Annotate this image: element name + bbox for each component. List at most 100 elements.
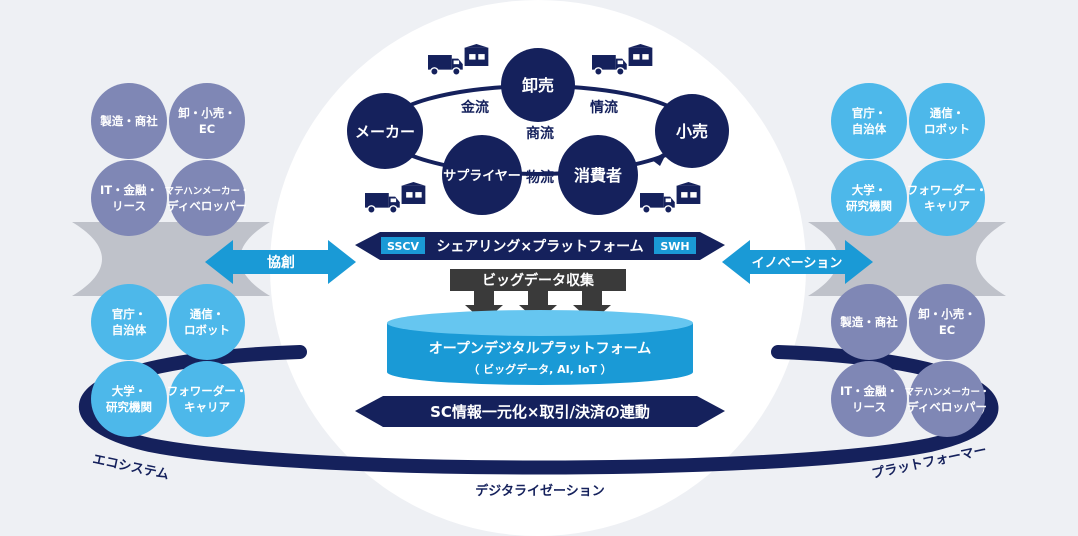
svg-text:メーカー: メーカー: [355, 123, 415, 141]
cluster-label: キャリア: [184, 400, 230, 414]
right_cluster.top-item-1: 通信・ロボット: [909, 83, 985, 159]
svg-text:小売: 小売: [676, 122, 708, 141]
svg-text:シェアリング×プラットフォーム: シェアリング×プラットフォーム: [436, 238, 643, 255]
cluster-label: ロボット: [184, 323, 230, 337]
flow-label-joryu: 情流: [590, 99, 618, 116]
cluster-circle: [169, 284, 245, 360]
right-hourglass: [808, 222, 1006, 296]
down-arrow-2: [519, 291, 557, 322]
right_cluster.top-item-2: 大学・研究機関: [831, 160, 907, 236]
left_cluster.bottom-item-3: フォワーダー・キャリア: [167, 361, 248, 437]
svg-text:ビッグデータ収集: ビッグデータ収集: [482, 272, 595, 289]
cluster-circle: [909, 284, 985, 360]
node-supplier: サプライヤー: [442, 135, 522, 215]
cluster-label: キャリア: [924, 199, 970, 213]
cluster-label: 製造・商社: [99, 114, 158, 128]
cluster-circle: [831, 284, 907, 360]
cluster-label: 製造・商社: [839, 315, 898, 329]
ring-arc-front: [78, 345, 999, 475]
cluster-label: 卸・小売・: [918, 307, 976, 321]
cluster-circle: [831, 160, 907, 236]
cluster-label: 官庁・: [852, 106, 887, 120]
svg-text:卸売: 卸売: [522, 76, 554, 95]
cluster-label: 通信・: [930, 106, 965, 120]
cluster-label: 自治体: [112, 323, 147, 337]
cluster-label: IT・金融・: [100, 183, 158, 197]
cluster-label: ロボット: [924, 122, 970, 136]
node-kouri: 小売: [655, 94, 729, 168]
cluster-label: 通信・: [190, 307, 225, 321]
cluster-label: EC: [199, 122, 215, 136]
swh-tag: [654, 237, 696, 254]
innovation-arrow: イノベーション: [722, 240, 873, 284]
cluster-circle: [91, 83, 167, 159]
flow-label-butsuryu: 物流: [526, 169, 554, 186]
cluster-circle: [909, 83, 985, 159]
cluster-circle: [909, 361, 985, 437]
node-oroshiuri: 卸売: [501, 48, 575, 122]
cluster-circle: [91, 160, 167, 236]
node-shohisha: 消費者: [558, 135, 638, 215]
open-digital-platform: オープンデジタルプラットフォーム （ ビッグデータ, AI, IoT ）: [387, 310, 693, 385]
svg-text:SC情報一元化×取引/決済の連動: SC情報一元化×取引/決済の連動: [430, 403, 650, 421]
svg-text:サプライヤー: サプライヤー: [443, 169, 521, 184]
cluster-label: リース: [112, 199, 146, 213]
cluster-label: ディベロッパー: [907, 400, 987, 414]
cluster-circle: [831, 83, 907, 159]
cluster-label: マテハンメーカー・: [904, 387, 989, 398]
left_cluster.bottom-item-2: 大学・研究機関: [91, 361, 167, 437]
sc-info-bar: SC情報一元化×取引/決済の連動: [355, 396, 725, 427]
svg-text:SWH: SWH: [660, 240, 689, 253]
left_cluster.top-item-1: 卸・小売・ EC: [169, 83, 245, 159]
cluster-label: ディベロッパー: [167, 199, 247, 213]
cluster-label: 大学・: [112, 384, 147, 398]
svg-text:オープンデジタルプラットフォーム: オープンデジタルプラットフォーム: [429, 340, 651, 357]
left_cluster.top-item-3: マテハンメーカー・ディベロッパー: [164, 160, 250, 236]
cluster-label: EC: [939, 323, 955, 337]
cluster-label: 官庁・: [112, 307, 147, 321]
cluster-circle: [91, 284, 167, 360]
left_cluster.bottom-item-0: 官庁・自治体: [91, 284, 167, 360]
collaboration-arrow: 協創: [205, 240, 356, 284]
cluster-circle: [909, 160, 985, 236]
cluster-circle: [169, 160, 245, 236]
right_cluster.bottom-item-1: 卸・小売・ EC: [909, 284, 985, 360]
cluster-label: 大学・: [852, 183, 887, 197]
cluster-label: 研究機関: [846, 199, 892, 213]
left-hourglass: [72, 222, 270, 296]
svg-text:協創: 協創: [267, 254, 295, 271]
left_cluster.top-item-0: 製造・商社: [91, 83, 167, 159]
node-maker: メーカー: [347, 93, 423, 169]
right_cluster.top-item-3: フォワーダー・キャリア: [907, 160, 988, 236]
svg-text:SSCV: SSCV: [387, 240, 419, 253]
left_cluster.top-item-2: IT・金融・リース: [91, 160, 167, 236]
left_cluster.bottom-item-1: 通信・ロボット: [169, 284, 245, 360]
cluster-label: フォワーダー・: [167, 384, 248, 398]
right_cluster.bottom-item-0: 製造・商社: [831, 284, 907, 360]
cluster-label: 研究機関: [106, 400, 152, 414]
cluster-circle: [91, 361, 167, 437]
ring-label-digitalization: デジタライゼーション: [475, 483, 604, 499]
cluster-circle: [831, 361, 907, 437]
cluster-label: 卸・小売・: [178, 106, 236, 120]
sharing-platform-bar: SSCV シェアリング×プラットフォーム SWH: [355, 232, 725, 260]
cluster-label: フォワーダー・: [907, 183, 988, 197]
bigdata-collection: ビッグデータ収集: [450, 269, 626, 322]
svg-text:消費者: 消費者: [574, 166, 622, 185]
flow-label-shoryu: 商流: [526, 125, 554, 142]
svg-text:（ ビッグデータ, AI, IoT ）: （ ビッグデータ, AI, IoT ）: [468, 362, 611, 376]
cluster-label: リース: [852, 400, 886, 414]
flow-label-kinryu: 金流: [460, 99, 489, 116]
right_cluster.top-item-0: 官庁・自治体: [831, 83, 907, 159]
cluster-circle: [169, 83, 245, 159]
down-arrow-3: [573, 291, 611, 322]
sscv-tag: [381, 237, 425, 254]
right_cluster.bottom-item-2: IT・金融・リース: [831, 361, 907, 437]
svg-text:イノベーション: イノベーション: [752, 256, 843, 271]
cluster-circle: [169, 361, 245, 437]
